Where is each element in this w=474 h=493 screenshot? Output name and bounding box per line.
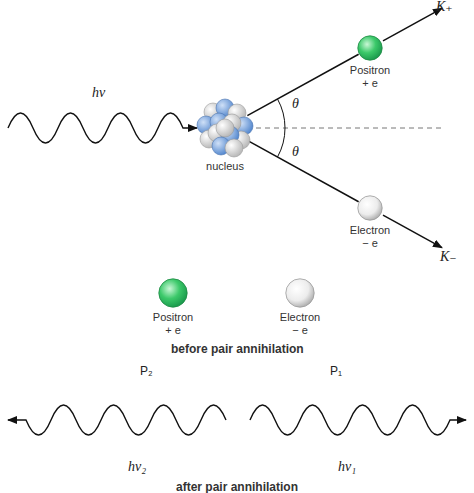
particle-symbol [357,35,383,61]
nucleus-symbol [197,99,253,157]
electron-circle [286,279,314,307]
angle-symbol: θ [292,145,299,159]
electron-circle [358,196,382,220]
positron-node: Positron+ e [158,278,188,308]
particle-charge: + e [317,77,423,90]
momentum-arrow [383,215,442,248]
positron-node: Positron+ e [357,35,383,61]
particle-charge: − e [317,237,423,250]
electron-node: Electron− e [285,278,315,308]
photon-energy: hν₂ [128,460,146,474]
particle-symbol [158,278,188,308]
angle-arc [278,99,286,128]
positron-circle [159,279,187,307]
nucleus-symbol [195,98,255,158]
particle-symbol [285,278,315,308]
angle-symbol: θ [292,97,299,111]
photon-energy: hν [92,86,105,100]
particle-name: Positron [317,64,423,77]
momentum-label: P₂ [140,364,153,378]
positron-circle [358,36,382,60]
nucleus-label: nucleus [155,160,295,173]
momentum-label: P₁ [330,364,342,378]
kinetic-energy: K₊ [436,0,453,14]
stage-caption: after pair annihilation [176,480,298,493]
photon-wave [8,405,226,435]
axis-line [256,128,444,129]
momentum-arrow [383,8,442,41]
particle-symbol [357,195,383,221]
kinetic-energy: K₋ [440,250,457,264]
nucleus-node: nucleus [195,98,255,158]
photon-energy: hν₁ [338,460,356,474]
particle-name: Positron [118,311,228,324]
photon-wave [250,405,466,435]
angle-arc [278,128,286,157]
photon-wave [8,113,197,143]
electron-node: Electron− e [357,195,383,221]
particle-name: Electron [245,311,355,324]
particle-charge: + e [118,324,228,337]
trajectory-line [247,140,358,201]
particle-charge: − e [245,324,355,337]
stage-caption: before pair annihilation [171,342,304,356]
particle-name: Electron [317,224,423,237]
trajectory-line [247,54,358,115]
